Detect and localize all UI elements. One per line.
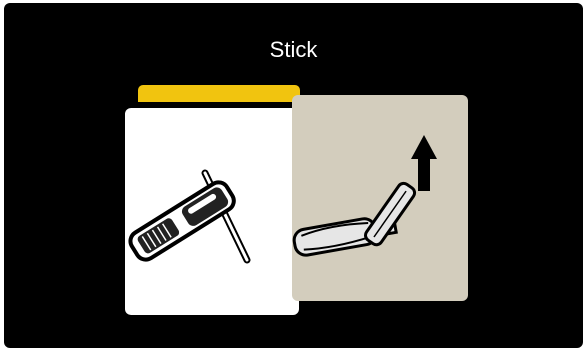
arrow-up-icon [411,135,437,191]
selected-indicator-bar [138,85,300,102]
screwdriver-stick-tilt-left-icon [125,108,299,315]
option-card-push[interactable] [292,95,468,301]
screwdriver-stick-push-up-icon [292,95,468,301]
screen-title: Stick [4,36,583,64]
option-card-tilt[interactable] [125,108,299,315]
stick-screen: Stick [4,3,583,348]
